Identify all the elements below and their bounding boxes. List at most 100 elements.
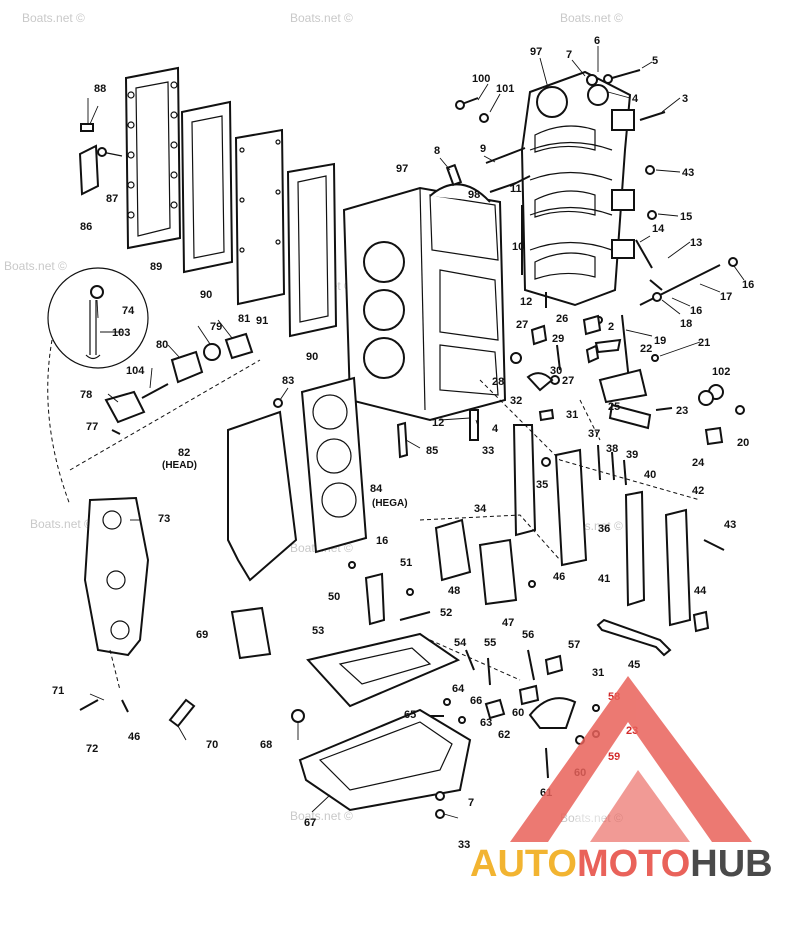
clip-57 <box>544 654 564 676</box>
watermark-text: Boats.net © <box>290 11 353 25</box>
label-21: 21 <box>698 337 710 349</box>
bolt-88 <box>80 98 94 132</box>
label-82: 82 <box>178 447 190 459</box>
bolt-72 <box>79 699 99 711</box>
adapter-plate-67 <box>298 708 472 812</box>
label-27-lower: 27 <box>562 375 574 387</box>
label-71: 71 <box>52 685 64 697</box>
label-51: 51 <box>400 557 412 569</box>
linkage-assembly <box>594 239 738 430</box>
label-43-lower: 43 <box>724 519 736 531</box>
label-39: 39 <box>626 449 638 461</box>
link-50 <box>364 572 386 626</box>
label-9: 9 <box>480 143 486 155</box>
label-47: 47 <box>502 617 514 629</box>
label-97-block: 97 <box>396 163 408 175</box>
bolt-100 <box>455 97 479 110</box>
label-38: 38 <box>606 443 618 455</box>
label-80: 80 <box>156 339 168 351</box>
label-98: 98 <box>468 189 480 201</box>
label-41: 41 <box>598 573 610 585</box>
inset-detail <box>47 267 149 369</box>
label-103: 103 <box>112 327 130 339</box>
label-90-lower: 90 <box>306 351 318 363</box>
exhaust-gasket-90-lower <box>286 162 338 338</box>
dashed-guides <box>69 359 701 691</box>
part-28 <box>510 352 522 364</box>
hose-45 <box>596 618 672 657</box>
label-55: 55 <box>484 637 496 649</box>
label-34: 34 <box>474 503 487 515</box>
watermark-text: Boats.net © <box>4 259 67 273</box>
label-60-upper: 60 <box>512 707 524 719</box>
bracket-47 <box>478 538 518 606</box>
head-gasket-84 <box>300 376 368 554</box>
label-104: 104 <box>126 365 145 377</box>
label-89: 89 <box>150 261 162 273</box>
label-54: 54 <box>454 637 467 649</box>
bolt-39 <box>623 459 627 486</box>
pin-55 <box>487 657 491 686</box>
part-58 <box>592 704 600 712</box>
label-32: 32 <box>510 395 522 407</box>
logo-moto: MOTO <box>576 843 691 885</box>
label-85: 85 <box>426 445 438 457</box>
label-6: 6 <box>594 35 600 47</box>
part-32 <box>526 372 554 392</box>
watermark-text: Boats.net © <box>290 809 353 823</box>
plug-35 <box>541 457 551 467</box>
label-52: 52 <box>440 607 452 619</box>
label-10: 10 <box>512 241 524 253</box>
pin-56 <box>527 649 535 681</box>
nut-66 <box>458 716 466 724</box>
label-44: 44 <box>694 585 707 597</box>
label-56: 56 <box>522 629 534 641</box>
part-27-lower <box>585 344 600 364</box>
label-4-top: 4 <box>632 93 639 105</box>
label-91: 91 <box>256 315 268 327</box>
label-50: 50 <box>328 591 340 603</box>
label-12-lower: 12 <box>432 417 444 429</box>
label-43-upper: 43 <box>682 167 694 179</box>
label-40: 40 <box>644 469 656 481</box>
label-15: 15 <box>680 211 692 223</box>
pin-29 <box>556 344 561 371</box>
label-26: 26 <box>556 313 568 325</box>
logo-hub: HUB <box>690 843 773 885</box>
label-78: 78 <box>80 389 92 401</box>
label-87: 87 <box>106 193 118 205</box>
label-81: 81 <box>238 313 250 325</box>
label-46-right: 46 <box>553 571 565 583</box>
screw-16 <box>348 561 356 569</box>
label-79: 79 <box>210 321 222 333</box>
intake-34 <box>512 424 537 537</box>
plate-41 <box>624 490 646 607</box>
nut-33-lower <box>435 809 445 819</box>
leader-lines <box>89 46 745 819</box>
thermostat-80 <box>170 350 204 384</box>
label-63: 63 <box>480 717 492 729</box>
label-31-upper: 31 <box>566 409 578 421</box>
nut-51 <box>406 588 414 596</box>
label-25: 25 <box>608 401 620 413</box>
screw-11 <box>509 175 531 187</box>
label-hega: (HEGA) <box>372 498 408 509</box>
link-63 <box>484 698 506 720</box>
label-64: 64 <box>452 683 465 695</box>
label-72: 72 <box>86 743 98 755</box>
label-12-upper: 12 <box>520 296 532 308</box>
divider-plate-91 <box>234 128 286 306</box>
exhaust-cover-89 <box>124 66 182 250</box>
washer-7 <box>435 791 445 801</box>
label-53: 53 <box>312 625 324 637</box>
label-74: 74 <box>122 305 135 317</box>
gasket-53 <box>306 632 461 708</box>
bolt-3 <box>639 111 666 121</box>
label-97-crankcase: 97 <box>530 46 542 58</box>
label-8: 8 <box>434 145 440 157</box>
label-77: 77 <box>86 421 98 433</box>
clip-31-upper <box>538 408 555 422</box>
screw-23-upper <box>655 407 673 411</box>
automotohub-logo-text: AUTOMOTOHUB <box>470 842 800 886</box>
label-13: 13 <box>690 237 702 249</box>
